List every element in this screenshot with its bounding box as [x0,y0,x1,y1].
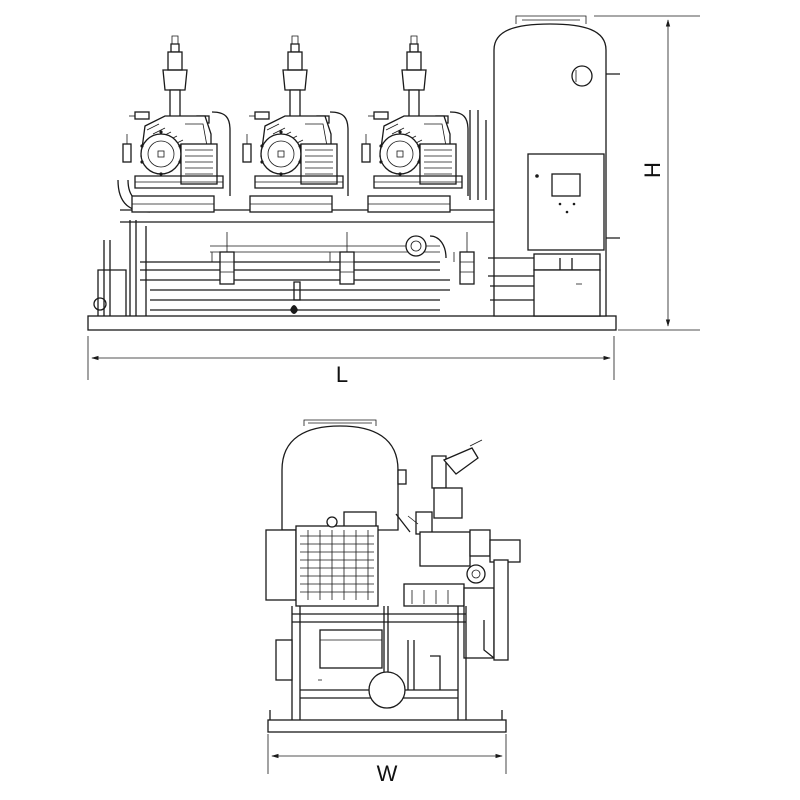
end-frame [275,606,467,720]
side-view [87,15,620,331]
compressor-2 [242,35,344,213]
end-view [265,419,521,733]
length-dimension: L [87,336,615,387]
height-label: H [640,162,665,178]
width-dimension: W [267,734,507,786]
end-motor [265,511,379,607]
side-base-frame [87,315,617,331]
length-label: L [336,362,348,387]
compressor-1 [122,35,224,213]
oil-filters [211,232,475,285]
compressor-3 [361,35,463,213]
end-receiver [281,419,407,531]
end-base [267,719,507,733]
height-dimension: H [594,15,700,331]
control-box [527,153,605,317]
width-label: W [377,761,398,786]
end-valve-cluster [395,439,521,661]
